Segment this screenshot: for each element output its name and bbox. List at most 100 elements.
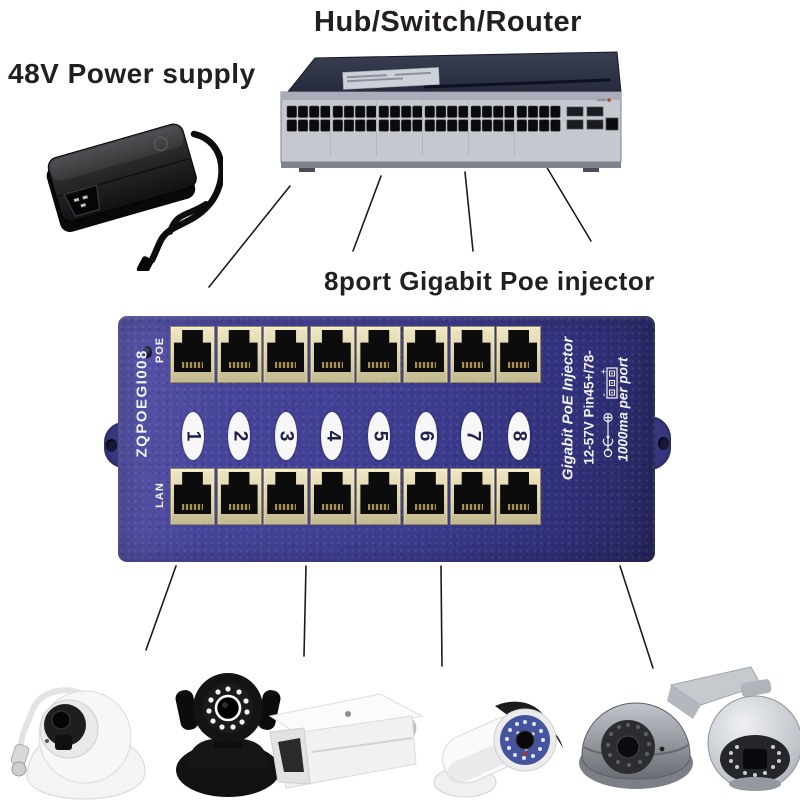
port-number: 7 — [462, 430, 484, 442]
port-number-oval: 6 — [414, 412, 437, 460]
switch-port — [389, 119, 401, 132]
network-switch-image — [280, 51, 622, 172]
switch-port — [412, 119, 423, 132]
switch-port — [481, 119, 493, 132]
rj45-pins — [321, 362, 343, 368]
ir-led-dots — [606, 723, 651, 767]
rj45-port — [356, 326, 402, 383]
switch-port — [539, 119, 550, 132]
switch-port — [320, 105, 331, 118]
rj45-pins — [228, 362, 250, 368]
switch-port — [516, 119, 527, 132]
rj45-port — [496, 468, 542, 525]
terminal-plus-label: + — [600, 369, 608, 374]
rj45-port — [356, 468, 402, 525]
dc-barrel-plug — [136, 256, 154, 271]
port-number: 2 — [229, 430, 251, 442]
rj45-pins — [182, 362, 203, 368]
power-supply-image — [46, 123, 223, 271]
port-number-oval: 2 — [228, 412, 251, 460]
switch-port — [366, 105, 377, 118]
rj45-port — [496, 326, 542, 383]
dome-bottom-rim — [729, 777, 781, 791]
rj45-port — [309, 326, 355, 383]
switch-label-sticker — [342, 67, 440, 90]
rj45-pins — [275, 362, 297, 368]
rj45-port — [263, 468, 309, 525]
rj45-port — [402, 326, 448, 383]
rj45-port — [263, 326, 309, 383]
injector-poe-port-row — [170, 326, 542, 383]
port-number-oval: 3 — [274, 412, 297, 460]
rj45-pins — [461, 362, 483, 368]
rj45-port — [170, 468, 215, 525]
sfp-ports — [566, 106, 604, 130]
switch-port — [447, 119, 458, 132]
port-number-oval: 4 — [321, 412, 344, 460]
rj45-pins — [414, 504, 436, 510]
switch-port — [366, 119, 377, 132]
switch-port — [309, 119, 320, 132]
switch-port — [435, 105, 447, 118]
rj45-port — [402, 468, 448, 525]
rj45-pins — [321, 504, 343, 510]
camera-ear — [257, 690, 281, 730]
cable-line — [145, 565, 177, 651]
camera-lens — [51, 710, 71, 730]
switch-port — [389, 105, 401, 118]
switch-bottom-edge — [281, 162, 621, 168]
mounting-hole — [106, 439, 117, 452]
mounting-hole — [658, 437, 669, 450]
rj45-pins — [368, 362, 390, 368]
dc-cable — [148, 130, 223, 264]
switch-port — [412, 105, 423, 118]
switch-port — [378, 119, 389, 132]
brand-logo — [597, 98, 611, 102]
mini-bullet-camera — [433, 701, 563, 798]
ir-led-dots — [729, 745, 781, 777]
switch-vent-slot — [423, 78, 611, 89]
switch-port — [424, 105, 435, 118]
switch-port — [355, 105, 366, 118]
injector-model-text: ZQPOEGI008 — [133, 349, 151, 458]
port-number: 5 — [368, 430, 390, 442]
port-number-oval: 8 — [507, 412, 530, 460]
port-number-oval: 1 — [181, 412, 204, 460]
vent-circle — [153, 136, 169, 152]
camera-lens — [743, 749, 767, 769]
rj45-pins — [461, 504, 483, 510]
hub-switch-router-title: Hub/Switch/Router — [314, 6, 582, 38]
switch-port — [286, 119, 297, 132]
switch-port — [493, 119, 504, 132]
switch-port — [481, 105, 493, 118]
switch-port — [550, 105, 561, 118]
switch-port — [332, 119, 343, 132]
rj45-port — [216, 468, 262, 525]
camera-lens — [214, 694, 242, 722]
injector-name-text: Gigabit PoE Injector — [559, 336, 577, 481]
switch-port — [516, 105, 527, 118]
lan-row-label: LAN — [154, 482, 166, 508]
switch-port — [435, 119, 447, 132]
poe-led-indicator — [143, 346, 152, 358]
rj45-pins — [508, 362, 530, 368]
rj45-pins — [275, 504, 297, 510]
power-brick — [46, 123, 197, 233]
injector-current-text: 1000ma per port — [615, 357, 631, 462]
switch-port — [527, 105, 539, 118]
rj45-pins — [368, 504, 390, 510]
switch-port — [424, 119, 435, 132]
rj45-port — [449, 326, 495, 383]
power-supply-title: 48V Power supply — [8, 58, 256, 89]
port-number: 3 — [275, 430, 297, 442]
switch-port — [309, 105, 320, 118]
lens-opening — [278, 738, 304, 772]
rj45-port — [449, 468, 495, 525]
pan-tilt-ip-camera — [175, 673, 281, 797]
terminal-minus-label: - — [600, 393, 608, 396]
cable-line — [352, 175, 382, 252]
rj45-port — [309, 468, 355, 525]
wall-arm-lower — [667, 685, 701, 719]
console-port — [605, 117, 619, 131]
